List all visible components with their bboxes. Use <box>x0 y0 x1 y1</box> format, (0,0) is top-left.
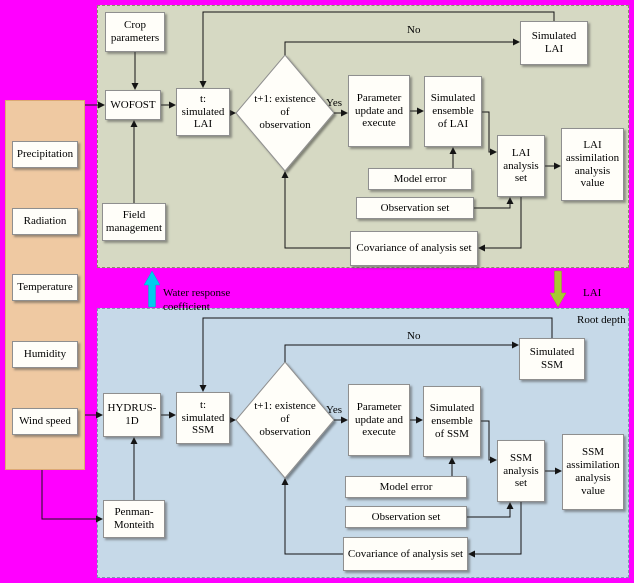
lai-parameter-update-box: Parameter update and execute <box>348 75 410 147</box>
simulated-ensemble-lai-box: Simulated ensemble of LAI <box>424 76 482 147</box>
ssm-analysis-set-box: SSM analysis set <box>497 440 545 502</box>
t-simulated-ssm-box: t: simulated SSM <box>176 392 230 444</box>
water-response-text: Water response coefficient <box>163 286 231 313</box>
lai-observation-set-box: Observation set <box>356 197 474 219</box>
ssm-yes-label: Yes <box>326 404 343 416</box>
lai-text: LAI <box>583 286 602 299</box>
ssm-covariance-box: Covariance of analysis set <box>343 537 468 571</box>
input-humidity: Humidity <box>12 341 78 368</box>
crop-parameters-box: Crop parameters <box>105 12 165 52</box>
penman-monteith-box: Penman-Monteith <box>103 500 165 538</box>
simulated-ensemble-ssm-box: Simulated ensemble of SSM <box>423 386 481 457</box>
lai-no-label: No <box>407 24 421 36</box>
wofost-box: WOFOST <box>105 90 161 120</box>
input-precipitation: Precipitation <box>12 141 78 168</box>
input-radiation: Radiation <box>12 208 78 235</box>
lai-rootdepth-down-arrow-icon <box>549 270 567 308</box>
lai-covariance-box: Covariance of analysis set <box>350 231 478 266</box>
lai-model-error-box: Model error <box>368 168 472 190</box>
lai-decision-label: t+1: existence of observation <box>254 93 316 131</box>
hydrus-box: HYDRUS-1D <box>103 393 161 437</box>
ssm-observation-set-box: Observation set <box>345 506 467 528</box>
lai-analysis-set-box: LAI analysis set <box>497 135 545 197</box>
simulated-ssm-output-box: Simulated SSM <box>519 338 585 380</box>
ssm-no-label: No <box>407 330 421 342</box>
ssm-assimilation-value-box: SSM assimilation analysis value <box>562 434 624 510</box>
root-depth-text: Root depth <box>577 314 626 327</box>
field-management-box: Field management <box>102 203 166 241</box>
water-response-up-arrow-icon <box>143 270 161 308</box>
water-response-label: Water response coefficient <box>163 273 253 314</box>
ssm-parameter-update-box: Parameter update and execute <box>348 384 410 456</box>
t-simulated-lai-box: t: simulated LAI <box>176 88 230 136</box>
input-temperature: Temperature <box>12 274 78 301</box>
lai-rootdepth-label: LAI Root depth <box>577 273 631 342</box>
input-wind-speed: Wind speed <box>12 408 78 435</box>
lai-assimilation-value-box: LAI assimilation analysis value <box>561 128 624 201</box>
lai-yes-label: Yes <box>326 97 343 109</box>
simulated-lai-output-box: Simulated LAI <box>520 21 588 65</box>
ssm-decision-label: t+1: existence of observation <box>254 400 316 438</box>
ssm-model-error-box: Model error <box>345 476 467 498</box>
